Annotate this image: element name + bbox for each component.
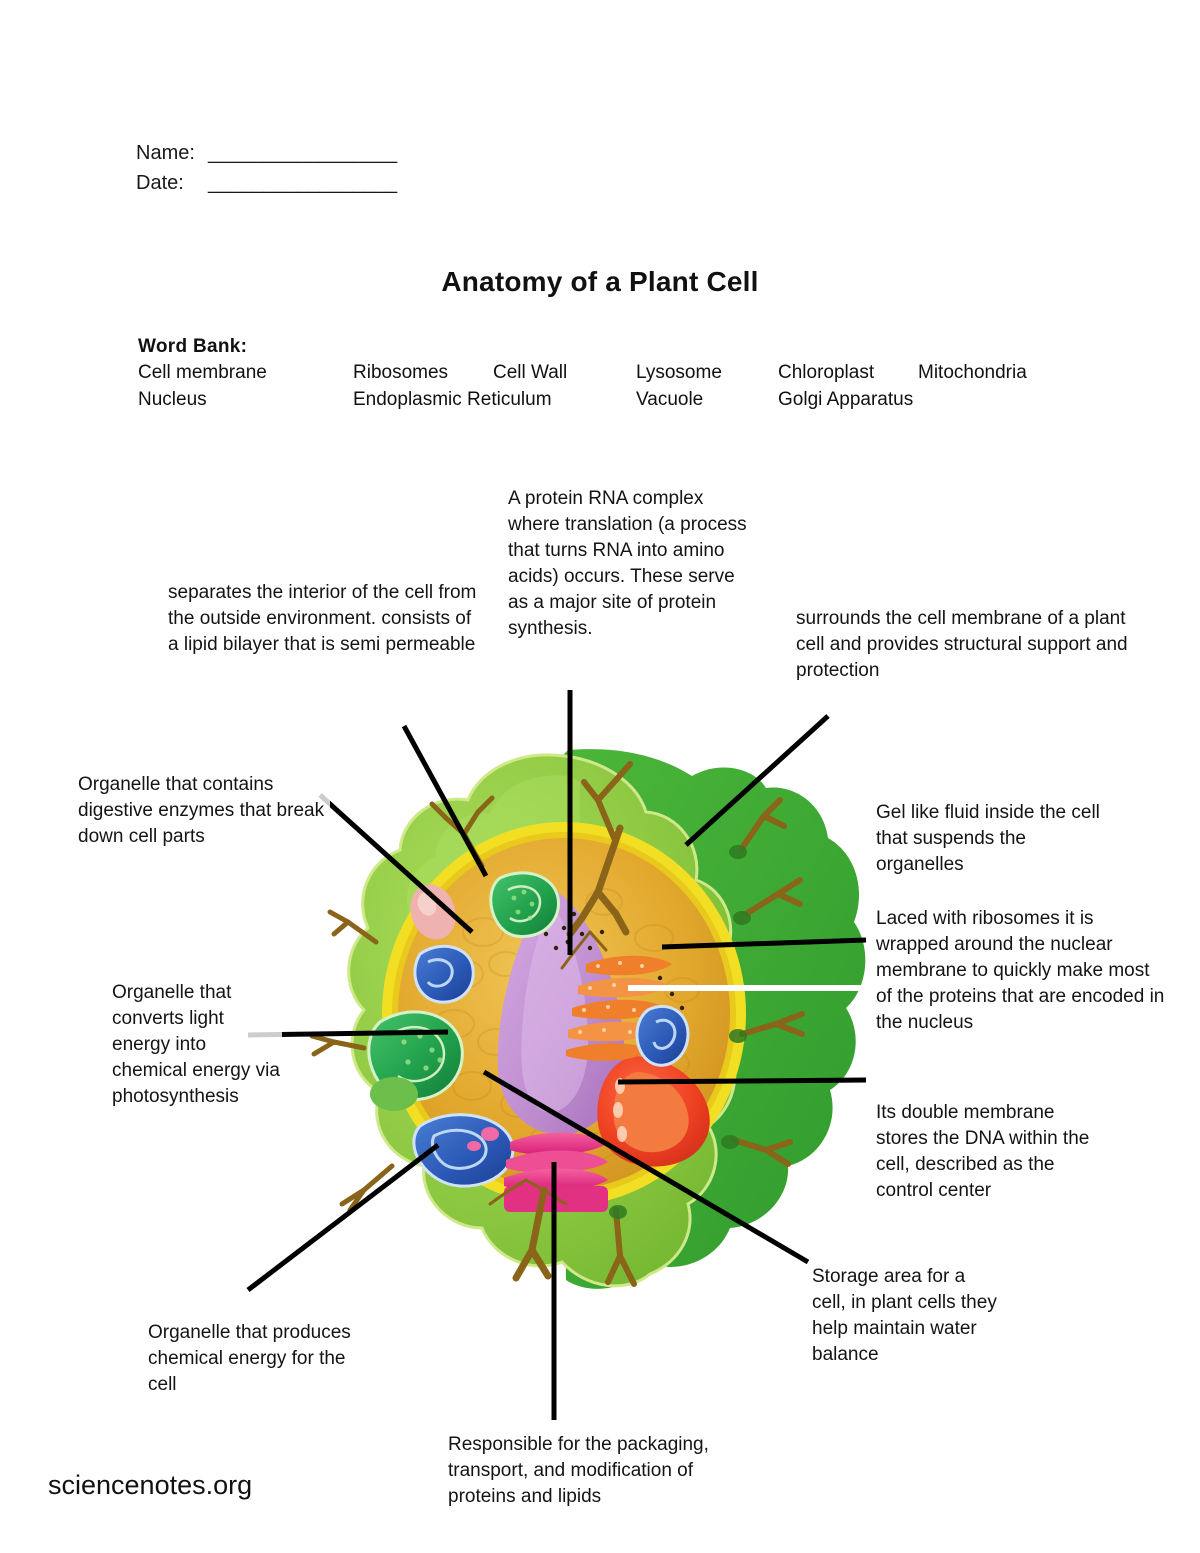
- callout-mitochondria: Organelle that produces chemical energy …: [148, 1320, 353, 1398]
- name-label: Name:: [136, 142, 195, 164]
- callout-chloroplast: Organelle that converts light energy int…: [112, 980, 282, 1110]
- word-bank-item-chloroplast[interactable]: Chloroplast: [778, 362, 875, 383]
- page-title: Anatomy of a Plant Cell: [441, 266, 759, 297]
- name-field-row: Name: _________________: [136, 138, 397, 168]
- word-bank-item-golgi-apparatus[interactable]: Golgi Apparatus: [778, 389, 914, 410]
- name-input-line[interactable]: _________________: [208, 142, 398, 164]
- word-bank-row-2: Nucleus Endoplasmic Reticulum Vacuole Go…: [138, 389, 913, 416]
- word-bank-row-1: Cell membrane Ribosomes Cell Wall Lysoso…: [138, 362, 1027, 389]
- callout-cell-membrane: separates the interior of the cell from …: [168, 580, 478, 658]
- date-input-line[interactable]: _________________: [208, 172, 398, 194]
- callout-lysosome: Organelle that contains digestive enzyme…: [78, 772, 330, 850]
- word-bank-item-cell-wall[interactable]: Cell Wall: [493, 362, 568, 383]
- student-info-block: Name: _________________ Date: __________…: [136, 138, 397, 198]
- callout-nucleus: Its double membrane stores the DNA withi…: [876, 1100, 1091, 1204]
- site-logo: sciencenotes.org: [48, 1470, 253, 1500]
- callout-cytoplasm: Gel like fluid inside the cell that susp…: [876, 800, 1111, 878]
- word-bank-item-vacuole[interactable]: Vacuole: [636, 389, 704, 410]
- callout-vacuole: Storage area for a cell, in plant cells …: [812, 1264, 1002, 1368]
- word-bank: Word Bank: Cell membrane Ribosomes Cell …: [138, 336, 1027, 416]
- word-bank-item-endoplasmic-reticulum[interactable]: Endoplasmic Reticulum: [353, 389, 552, 410]
- callout-ribosome: A protein RNA complex where translation …: [508, 486, 748, 642]
- word-bank-item-cell-membrane[interactable]: Cell membrane: [138, 362, 267, 383]
- date-field-row: Date: _________________: [136, 168, 397, 198]
- word-bank-heading: Word Bank:: [138, 336, 248, 357]
- callout-endoplasmic-reticulum: Laced with ribosomes it is wrapped aroun…: [876, 906, 1166, 1036]
- plant-cell-diagram: [268, 742, 888, 1312]
- callout-cell-wall: surrounds the cell membrane of a plant c…: [796, 606, 1141, 684]
- word-bank-item-nucleus[interactable]: Nucleus: [138, 389, 207, 410]
- word-bank-item-lysosome[interactable]: Lysosome: [636, 362, 722, 383]
- word-bank-item-mitochondria[interactable]: Mitochondria: [918, 362, 1027, 383]
- callout-golgi: Responsible for the packaging, transport…: [448, 1432, 758, 1510]
- date-label: Date:: [136, 172, 184, 194]
- small-plastid: [370, 1077, 418, 1111]
- word-bank-item-ribosomes[interactable]: Ribosomes: [353, 362, 449, 383]
